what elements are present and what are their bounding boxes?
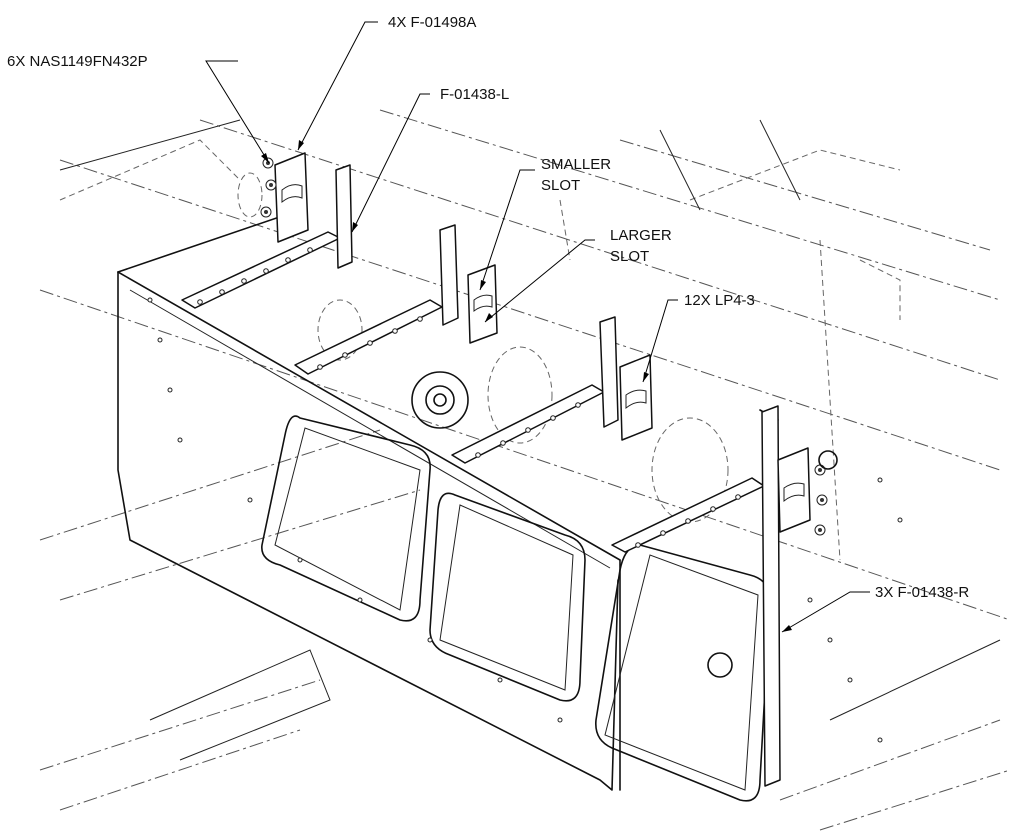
callout-brackets: 4X F-01498A	[388, 14, 476, 31]
callout-screws: 6X NAS1149FN432P	[7, 53, 148, 70]
callout-larger-slot-line1: LARGER	[610, 227, 672, 244]
callout-left-rib: F-01438-L	[440, 86, 509, 103]
callout-smaller-slot-line1: SMALLER	[541, 156, 611, 173]
rivet-holes	[147, 247, 903, 743]
bracket-f-01498a-1	[274, 152, 309, 243]
rib-f-01438-r-2	[451, 316, 619, 464]
bracket-f-01498a-4	[777, 447, 811, 533]
panel-cutouts	[261, 415, 771, 802]
center-section-panel	[117, 209, 779, 791]
screw-group	[260, 157, 828, 536]
rib-f-01438-r-1	[294, 224, 459, 375]
hub-detail	[411, 371, 838, 678]
callout-smaller-slot-line2: SLOT	[541, 177, 580, 194]
callout-larger-slot-line2: SLOT	[610, 248, 649, 265]
rib-f-01438-r-3	[611, 405, 781, 787]
rib-f-01438-l	[181, 164, 353, 309]
background-structure	[39, 109, 1011, 831]
callout-labels: 4X F-01498A 6X NAS1149FN432P F-01438-L S…	[7, 14, 969, 601]
leader-lines	[205, 21, 870, 633]
bracket-f-01498a-2	[467, 264, 498, 344]
callout-right-ribs: 3X F-01438-R	[875, 584, 969, 601]
callout-rivets: 12X LP4-3	[684, 292, 755, 309]
